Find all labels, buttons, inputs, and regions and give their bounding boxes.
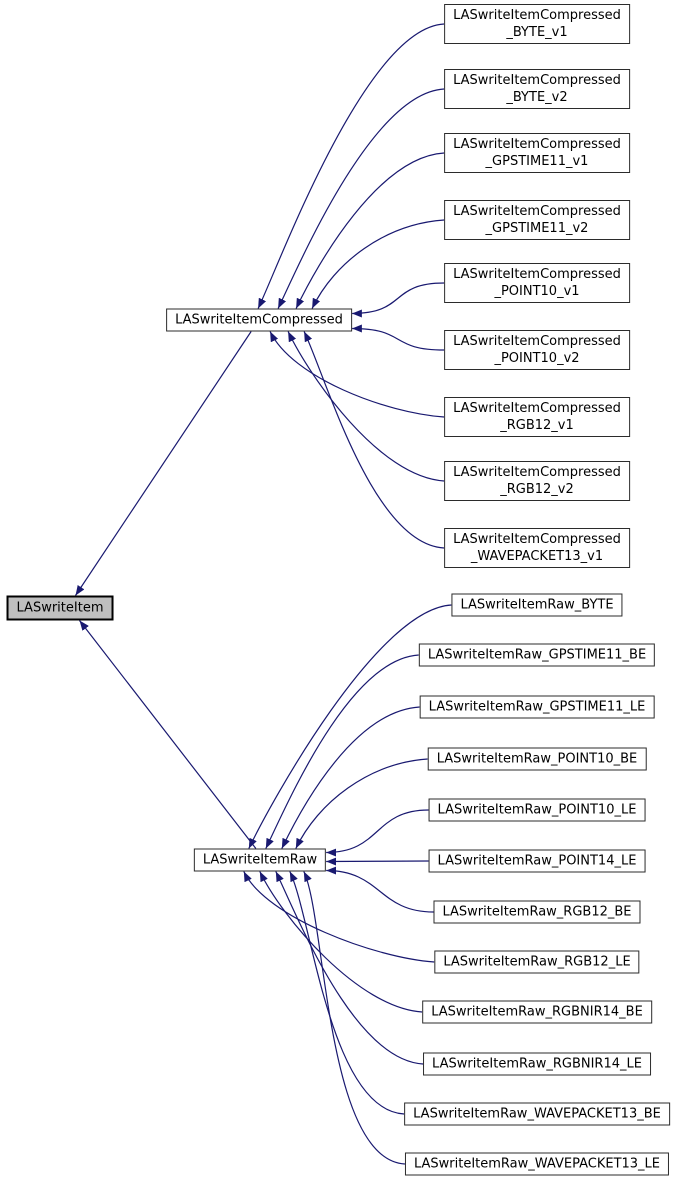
- class-node-label: LASwriteItemRaw_WAVEPACKET13_BE: [413, 1106, 661, 1122]
- class-node-label: LASwriteItemCompressed: [453, 401, 621, 416]
- inheritance-edge-c_point10_v2-to-compressed: [351, 324, 445, 351]
- class-node-base: LASwriteItem: [6, 595, 114, 621]
- class-node-r_gpstime11_le[interactable]: LASwriteItemRaw_GPSTIME11_LE: [419, 695, 655, 719]
- class-node-c_rgb12_v1[interactable]: LASwriteItemCompressed _RGB12_v1: [444, 397, 630, 437]
- inheritance-edge-c_byte_v2-to-compressed: [277, 88, 445, 309]
- class-node-label: _WAVEPACKET13_v1: [470, 549, 604, 564]
- inheritance-edge-r_rgbnir14_le-to-raw: [275, 871, 424, 1065]
- class-node-c_wavepacket13_v1[interactable]: LASwriteItemCompressed _WAVEPACKET13_v1: [444, 528, 630, 568]
- inheritance-edge-c_rgb12_v2-to-compressed: [287, 331, 445, 482]
- class-node-r_gpstime11_be[interactable]: LASwriteItemRaw_GPSTIME11_BE: [418, 643, 656, 667]
- class-node-label: LASwriteItemRaw: [202, 852, 318, 868]
- class-node-r_rgbnir14_le[interactable]: LASwriteItemRaw_RGBNIR14_LE: [423, 1052, 651, 1076]
- inheritance-edge-r_byte-to-raw: [248, 604, 452, 849]
- inheritance-edge-r_gpstime11_be-to-raw: [265, 654, 419, 849]
- class-node-label: _BYTE_v1: [506, 25, 568, 40]
- class-node-c_point10_v1[interactable]: LASwriteItemCompressed _POINT10_v1: [444, 263, 630, 303]
- inheritance-edge-r_wavepacket13_be-to-raw: [289, 871, 405, 1115]
- class-node-label: LASwriteItemRaw_RGB12_LE: [443, 954, 631, 970]
- class-node-r_byte[interactable]: LASwriteItemRaw_BYTE: [451, 593, 623, 617]
- class-node-r_point10_le[interactable]: LASwriteItemRaw_POINT10_LE: [428, 798, 646, 822]
- class-node-label: LASwriteItemCompressed: [453, 8, 621, 23]
- inheritance-edge-c_wavepacket13_v1-to-compressed: [303, 331, 445, 549]
- inheritance-edge-raw-to-base: [79, 620, 257, 849]
- class-node-label: LASwriteItemRaw_POINT10_LE: [437, 802, 637, 818]
- class-node-label: LASwriteItemCompressed: [453, 137, 621, 152]
- class-node-r_rgb12_be[interactable]: LASwriteItemRaw_RGB12_BE: [433, 900, 641, 924]
- class-node-label: LASwriteItemRaw_RGB12_BE: [442, 904, 632, 920]
- class-node-label: LASwriteItemRaw_POINT14_LE: [437, 853, 637, 869]
- class-node-label: _BYTE_v2: [506, 90, 568, 105]
- class-node-label: LASwriteItemCompressed: [453, 204, 621, 219]
- class-node-r_wavepacket13_le[interactable]: LASwriteItemRaw_WAVEPACKET13_LE: [404, 1152, 670, 1176]
- inheritance-edge-r_rgb12_le-to-raw: [243, 871, 435, 963]
- class-node-r_rgbnir14_be[interactable]: LASwriteItemRaw_RGBNIR14_BE: [422, 1000, 652, 1024]
- inheritance-edge-compressed-to-base: [75, 331, 252, 596]
- class-node-label: _RGB12_v1: [500, 418, 574, 433]
- class-node-label: LASwriteItemRaw_BYTE: [460, 597, 614, 613]
- class-node-label: _GPSTIME11_v1: [485, 154, 589, 169]
- inheritance-edge-c_byte_v1-to-compressed: [257, 23, 445, 309]
- class-node-label: LASwriteItemRaw_POINT10_BE: [436, 751, 638, 767]
- inheritance-edge-r_rgbnir14_be-to-raw: [259, 871, 423, 1013]
- class-node-label: LASwriteItemCompressed: [453, 267, 621, 282]
- class-node-compressed[interactable]: LASwriteItemCompressed: [166, 308, 352, 332]
- class-node-c_point10_v2[interactable]: LASwriteItemCompressed _POINT10_v2: [444, 330, 630, 370]
- class-node-label: LASwriteItemCompressed: [453, 334, 621, 349]
- inheritance-edge-r_point14_le-to-raw: [326, 857, 429, 866]
- inheritance-edge-r_point10_le-to-raw: [326, 809, 429, 857]
- class-node-r_wavepacket13_be[interactable]: LASwriteItemRaw_WAVEPACKET13_BE: [404, 1102, 670, 1126]
- class-node-r_point10_be[interactable]: LASwriteItemRaw_POINT10_BE: [427, 747, 647, 771]
- class-node-c_gpstime11_v1[interactable]: LASwriteItemCompressed _GPSTIME11_v1: [444, 133, 630, 173]
- class-node-c_byte_v2[interactable]: LASwriteItemCompressed _BYTE_v2: [444, 69, 630, 109]
- inheritance-edge-r_gpstime11_le-to-raw: [281, 706, 420, 849]
- class-node-label: LASwriteItemCompressed: [453, 465, 621, 480]
- inheritance-edge-c_rgb12_v1-to-compressed: [269, 331, 445, 418]
- class-node-label: LASwriteItemRaw_GPSTIME11_BE: [427, 647, 647, 663]
- class-node-label: LASwriteItemRaw_RGBNIR14_LE: [432, 1056, 642, 1072]
- inheritance-edge-c_point10_v1-to-compressed: [351, 282, 445, 318]
- class-node-c_gpstime11_v2[interactable]: LASwriteItemCompressed _GPSTIME11_v2: [444, 200, 630, 240]
- class-node-label: LASwriteItemRaw_GPSTIME11_LE: [428, 699, 646, 715]
- class-node-c_byte_v1[interactable]: LASwriteItemCompressed _BYTE_v1: [444, 4, 630, 44]
- inheritance-edge-r_wavepacket13_le-to-raw: [303, 871, 406, 1165]
- class-node-label: _POINT10_v1: [494, 284, 580, 299]
- inheritance-edge-r_point10_be-to-raw: [295, 758, 428, 849]
- class-node-r_rgb12_le[interactable]: LASwriteItemRaw_RGB12_LE: [434, 950, 640, 974]
- class-node-raw[interactable]: LASwriteItemRaw: [193, 848, 327, 872]
- class-node-label: _POINT10_v2: [494, 351, 580, 366]
- class-node-label: _RGB12_v2: [500, 482, 574, 497]
- class-node-label: LASwriteItemRaw_WAVEPACKET13_LE: [413, 1156, 661, 1172]
- class-node-label: LASwriteItemCompressed: [175, 312, 343, 328]
- class-node-c_rgb12_v2[interactable]: LASwriteItemCompressed _RGB12_v2: [444, 461, 630, 501]
- inheritance-edge-r_rgb12_be-to-raw: [326, 866, 434, 913]
- inheritance-edge-c_gpstime11_v1-to-compressed: [295, 152, 445, 309]
- class-node-label: LASwriteItem: [16, 600, 104, 616]
- class-node-label: _GPSTIME11_v2: [485, 221, 589, 236]
- class-node-label: LASwriteItemCompressed: [453, 532, 621, 547]
- class-node-label: LASwriteItemRaw_RGBNIR14_BE: [431, 1004, 643, 1020]
- inheritance-edge-c_gpstime11_v2-to-compressed: [311, 219, 445, 309]
- class-node-r_point14_le[interactable]: LASwriteItemRaw_POINT14_LE: [428, 849, 646, 873]
- class-node-label: LASwriteItemCompressed: [453, 73, 621, 88]
